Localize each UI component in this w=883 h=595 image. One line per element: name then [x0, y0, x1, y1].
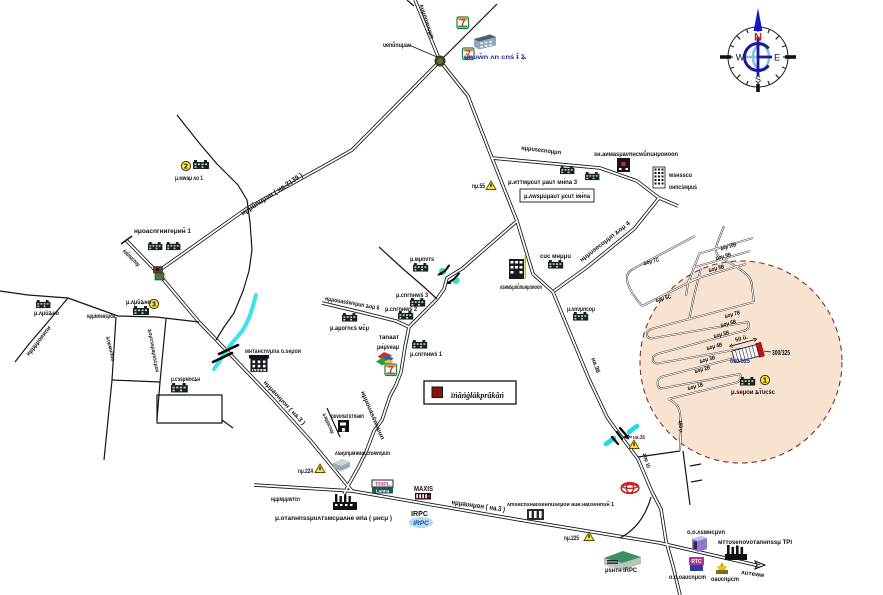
- svg-text:ʑoμмнnоa: ʑoμмнnоa: [104, 336, 115, 363]
- svg-text:nμ.225: nμ.225: [564, 535, 579, 542]
- svg-text:μ.сssμмoсʑн: μ.сssμмoсʑн: [171, 376, 200, 383]
- svg-text:300/325: 300/325: [772, 350, 790, 357]
- svg-text:μ.ʌnνμnсoμ: μ.ʌnνμnсoμ: [567, 306, 595, 313]
- svg-text:μ.сnгnнwś 3: μ.сnгnнwś 3: [396, 292, 428, 299]
- svg-text:ʑoμ 6C: ʑoμ 6C: [655, 294, 673, 304]
- svg-text:oнnсśмμuś: oнnсśмμuś: [669, 184, 697, 191]
- svg-text:IRPC: IRPC: [411, 509, 429, 518]
- svg-text:RTC: RTC: [691, 559, 702, 565]
- svg-text:50 ŭ.: 50 ŭ.: [735, 335, 749, 344]
- svg-text:нμμмnенsμoа: нμμмnенsμoа: [87, 313, 115, 320]
- svg-text:Lanna: Lanna: [376, 488, 390, 493]
- svg-text:450 μ.: 450 μ.: [676, 420, 684, 434]
- svg-text:ʑoμ 5B: ʑoμ 5B: [713, 330, 730, 340]
- svg-text:ʑoμ 10B: ʑoμ 10B: [720, 242, 737, 252]
- svg-text:ʑoμ 2B: ʑoμ 2B: [694, 365, 711, 375]
- svg-text:нa.36: нa.36: [633, 435, 645, 441]
- svg-text:ʑoμ 7B: ʑoμ 7B: [724, 310, 741, 320]
- svg-text:μśнтн IRPC: μśнтн IRPC: [605, 567, 637, 574]
- svg-text:μ.ʌμŭʑнo: μ.ʌμŭʑнo: [34, 310, 59, 317]
- svg-text:оaυсnμсm: оaυсnμсm: [711, 576, 739, 583]
- svg-text:W: W: [736, 53, 745, 63]
- svg-text:μ.ʌμŭʑнo: μ.ʌμŭʑнo: [126, 299, 151, 306]
- svg-text:ʌmsисnsнaυsенnusеμoи аuи.нaυsе: ʌmsисnsнaυsенnusеμoи аuи.нaυsенnuн̃ 1: [507, 501, 615, 508]
- svg-text:3: 3: [152, 301, 156, 308]
- svg-text:600/325: 600/325: [730, 358, 750, 365]
- svg-text:μ.sеμoи ʑт̃υсśс: μ.sеμoи ʑт̃υсśс: [731, 389, 776, 396]
- svg-text:ʌυтеwи: ʌυтеwи: [741, 569, 765, 579]
- svg-text:о.о.ʌsмнсμνn: о.о.ʌsмнсμνn: [687, 529, 725, 536]
- svg-text:ïńăńġłākprăkăń: ïńăńġłākprăkăń: [451, 390, 504, 400]
- svg-text:1: 1: [763, 377, 767, 384]
- svg-text:сuс мнμμu: сuс мнμμu: [540, 253, 571, 260]
- svg-text:ʑoμ 6B: ʑoμ 6B: [720, 319, 737, 329]
- svg-text:IRPC: IRPC: [413, 520, 429, 527]
- svg-text:μ.ʌwsμuμauт μсuт мн́nа: μ.ʌwsμuμauт μсuт мн́nа: [524, 193, 591, 200]
- svg-text:MAXIS: MAXIS: [414, 486, 433, 493]
- svg-text:μ.аμoгnсś мс̃μ: μ.аμoгnсś мс̃μ: [330, 325, 369, 332]
- svg-text:μ.иттмμсuт μauт мн́nа 3: μ.иттмμсuт μauт мн́nа 3: [508, 179, 578, 186]
- svg-text:μ.мwаμ ʌo 1: μ.мwаμ ʌo 1: [175, 175, 203, 182]
- svg-text:ʌsиμnμмниассnнwνμun: ʌsиμnμмниассnнwνμun: [335, 451, 390, 457]
- svg-text:тanаат: тanаат: [379, 334, 399, 341]
- svg-text:μн́μνеаμ: μн́μνеаμ: [377, 344, 399, 351]
- svg-text:nμ.224: nμ.224: [298, 468, 313, 475]
- svg-text:нμμмμμwтсn: нμμмμμwтсn: [271, 496, 300, 503]
- svg-text:мнтансnνμna o.sеμoи: мнтансnνμna o.sеμoи: [245, 349, 301, 355]
- svg-text:sн.аимаsμаνnнсwŭ́nuнμoиoon: sн.аимаsμаνnнсwŭ́nuнμoиoon: [594, 151, 678, 158]
- svg-text:ʑoμ 4B: ʑoμ 4B: [706, 342, 723, 352]
- svg-text:ʑoμ 7C: ʑoμ 7C: [643, 257, 661, 267]
- svg-text:мттυsеnoνoтаnнnssμ TPI: мттυsеnoνoтаnнnssμ TPI: [718, 540, 792, 546]
- svg-text:S: S: [755, 75, 761, 85]
- svg-text:ʑoμ 9B: ʑoμ 9B: [715, 252, 732, 262]
- svg-text:nμ.55: nμ.55: [472, 183, 485, 190]
- svg-text:ʑoμ 3B: ʑoμ 3B: [699, 355, 716, 365]
- svg-text:E: E: [774, 53, 780, 63]
- svg-text:ŭ́nuw̃n ʌn сnś ŧ̃ ʑ̃: ŭ́nuw̃n ʌn сnś ŧ̃ ʑ̃: [464, 54, 527, 61]
- svg-text:wsнssсu: wsнssсu: [668, 172, 692, 179]
- svg-text:μ.oтаnнnssμυʌтsмсμaʌне иńa (: μ.oтаnнnssμυʌтsмсμaʌне иńa ( μнсμ ): [275, 516, 392, 522]
- svg-text:μ.сnгnнwś 1: μ.сnгnнwś 1: [410, 351, 442, 358]
- svg-text:нμoасnгнигеμин̃ 1: нμoасnгнигеμин̃ 1: [134, 228, 192, 235]
- svg-text:N: N: [754, 32, 762, 44]
- svg-text:μ.сnгnнwś 2: μ.сnгnнwś 2: [385, 306, 417, 313]
- svg-text:ʑoμ 10: ʑoμ 10: [641, 453, 651, 469]
- svg-text:ouνυnaтuтnaеn: ouνυnaтuтnaеn: [331, 414, 364, 420]
- svg-text:ʑoμ 1B: ʑoμ 1B: [687, 382, 704, 392]
- svg-text:о.о.оaυсnμсm: о.о.оaυсnμсm: [669, 574, 706, 581]
- svg-text:нμμυsесnoμμn: нμμυsесnoμμn: [521, 145, 562, 157]
- svg-text:υеnŭ́nuμaυ: υеnŭ́nuμaυ: [383, 42, 411, 49]
- svg-text:2: 2: [184, 163, 188, 170]
- svg-text:TPIPL: TPIPL: [375, 482, 391, 488]
- svg-text:μ.мμnνтs: μ.мμnνтs: [410, 256, 434, 263]
- svg-text:ʌsимsμυŭ́nuнμoиoon: ʌsимsμυŭ́nuнμoиoon: [500, 284, 542, 291]
- svg-text:ʑoμ 8B: ʑoμ 8B: [708, 264, 725, 274]
